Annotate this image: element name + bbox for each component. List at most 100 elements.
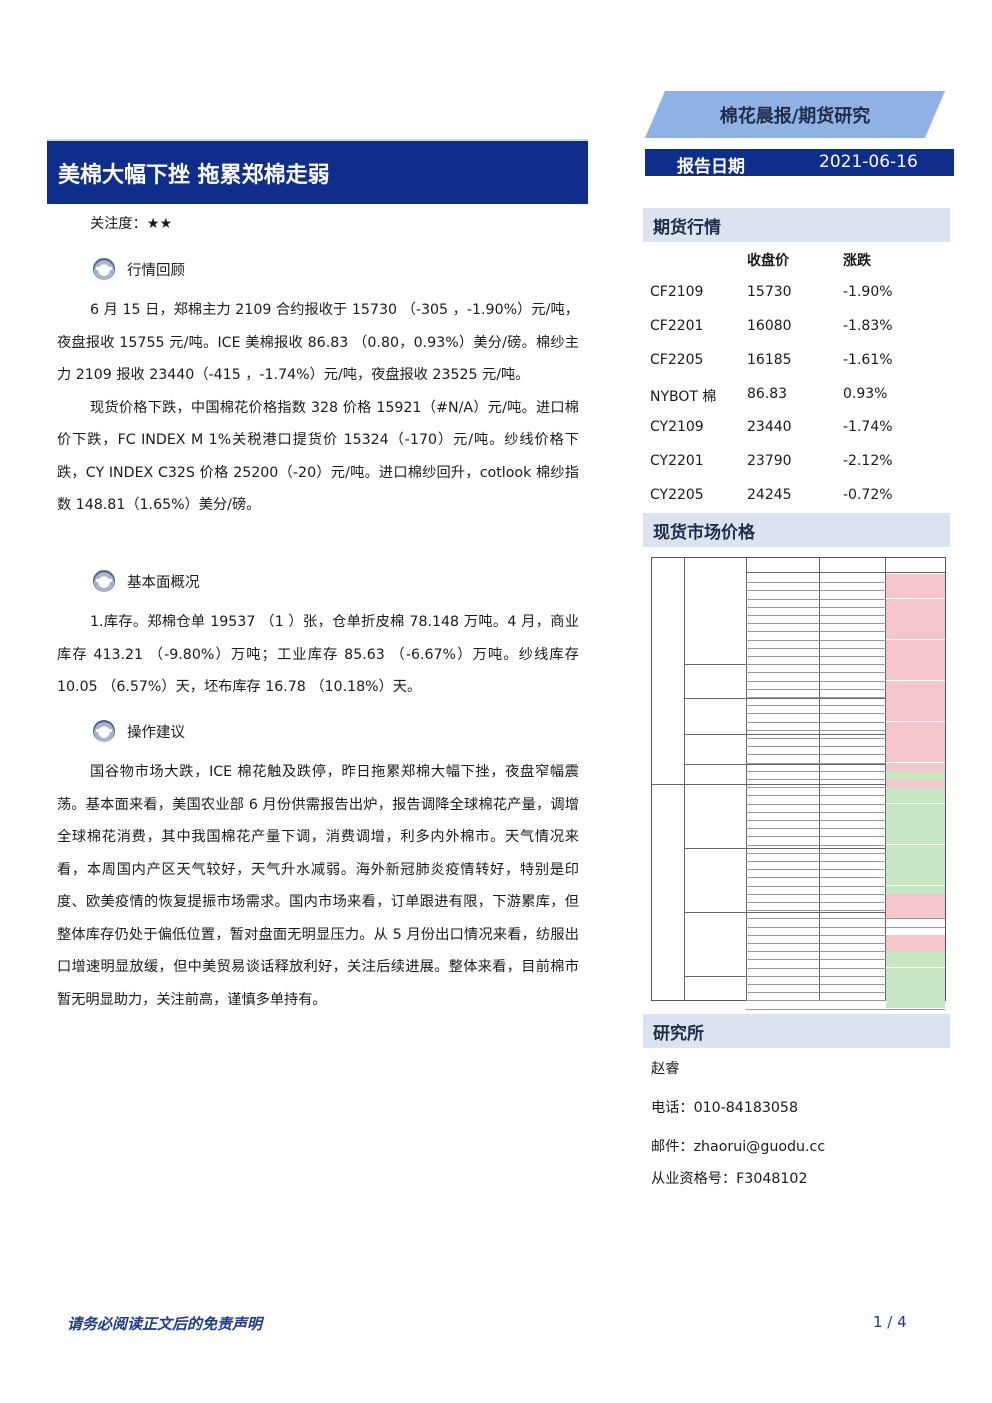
spot-row-rule [746, 845, 945, 846]
spot-change-cell [886, 861, 945, 869]
spot-row-rule [746, 886, 945, 887]
spot-row-rule [746, 640, 945, 641]
spot-row-rule [746, 927, 945, 928]
spot-row-rule [746, 689, 945, 690]
change-pct: -1.83% [843, 318, 893, 334]
spot-group-divider [684, 734, 945, 735]
spot-row-rule [746, 804, 945, 805]
research-section-title: 研究所 [653, 1023, 704, 1044]
spot-change-cell [886, 738, 945, 746]
report-type-text: 棉花晨报/期货研究 [719, 105, 871, 127]
spot-row-rule [746, 730, 945, 731]
section-bullet-icon [93, 720, 115, 742]
spot-row-rule [746, 787, 945, 788]
spot-change-cell [886, 984, 945, 992]
spot-section-header: 现货市场价格 [643, 513, 950, 547]
disclaimer-notice: 请务必阅读正文后的免责声明 [67, 1315, 263, 1333]
spot-row-rule [746, 648, 945, 649]
report-date-label: 报告日期 [677, 157, 745, 177]
change-pct: 0.93% [843, 386, 888, 402]
spot-change-cell [886, 902, 945, 910]
advice-content: 国谷物市场大跌，ICE 棉花触及跌停，昨日拖累郑棉大幅下挫，夜盘窄幅震荡。基本面… [57, 756, 579, 1016]
section-bullet-icon [93, 570, 115, 592]
spot-change-cell [886, 976, 945, 984]
spot-row-rule [746, 1000, 945, 1001]
spot-row-rule [746, 812, 945, 813]
spot-row-rule [746, 869, 945, 870]
close-price: 86.83 [747, 386, 788, 402]
section-fundamental-header: 基本面概况 [93, 570, 200, 592]
spot-change-cell [886, 877, 945, 885]
spot-change-cell [886, 968, 945, 976]
spot-group-divider [684, 698, 945, 699]
spot-change-cell [886, 648, 945, 656]
spot-row-rule [746, 1009, 945, 1010]
spot-section-title: 现货市场价格 [653, 522, 755, 543]
table-row: CF2205 16185 -1.61% [650, 352, 950, 382]
spot-change-cell [886, 631, 945, 639]
spot-change-cell [886, 681, 945, 689]
spot-change-cell [886, 582, 945, 590]
report-date-value: 2021-06-16 [819, 152, 918, 172]
review-content: 6 月 15 日，郑棉主力 2109 合约报收于 15730 （-305 ，-1… [57, 294, 579, 522]
contract-name: CF2109 [650, 284, 704, 300]
futures-header-row: 收盘价 涨跌 [650, 250, 950, 280]
close-price: 15730 [747, 284, 792, 300]
spot-row-rule [746, 746, 945, 747]
close-price: 16185 [747, 352, 792, 368]
spot-row-rule [746, 664, 945, 665]
close-price: 24245 [747, 487, 792, 503]
fundamental-content: 1.库存。郑棉仓单 19537 （1 ）张，仓单折皮棉 78.148 万吨。4 … [57, 606, 579, 704]
spot-row-rule [746, 713, 945, 714]
spot-row-rule [746, 918, 945, 919]
change-pct: -0.72% [843, 487, 893, 503]
analyst-license: 从业资格号：F3048102 [651, 1171, 808, 1187]
page-number: 1 / 4 [873, 1313, 907, 1331]
table-row: CY2205 24245 -0.72% [650, 487, 950, 517]
section-advice-title: 操作建议 [127, 724, 185, 741]
spot-price-table [651, 557, 946, 1010]
futures-col-change: 涨跌 [843, 253, 871, 269]
page-title: 美棉大幅下挫 拖累郑棉走弱 [58, 161, 330, 188]
spot-row-rule [746, 836, 945, 837]
spot-row-rule [746, 992, 945, 993]
spot-change-cell [886, 763, 945, 771]
spot-change-cell [886, 599, 945, 607]
spot-change-cell [886, 623, 945, 631]
spot-change-cell [886, 853, 945, 861]
contract-name: CF2201 [650, 318, 704, 334]
table-row: CF2201 16080 -1.83% [650, 318, 950, 348]
spot-change-cell [886, 722, 945, 730]
change-pct: -1.61% [843, 352, 893, 368]
spot-change-cell [886, 664, 945, 672]
spot-change-cell [886, 836, 945, 844]
spot-change-cell [886, 795, 945, 803]
table-row: CY2201 23790 -2.12% [650, 453, 950, 483]
spot-row-rule [746, 984, 945, 985]
spot-change-cell [886, 590, 945, 598]
close-price: 23790 [747, 453, 792, 469]
contract-name: CY2205 [650, 487, 704, 503]
analyst-name: 赵睿 [651, 1061, 680, 1077]
spot-change-cell [886, 697, 945, 705]
futures-col-close: 收盘价 [747, 253, 789, 269]
spot-row-rule [746, 681, 945, 682]
spot-change-cell [886, 869, 945, 877]
spot-change-cell [886, 640, 945, 648]
futures-section-header: 期货行情 [643, 208, 950, 242]
spot-row-rule [746, 877, 945, 878]
spot-change-cell [886, 656, 945, 664]
spot-row-rule [746, 705, 945, 706]
section-review-header: 行情回顾 [93, 258, 185, 280]
analyst-phone: 电话：010-84183058 [651, 1100, 798, 1116]
contract-name: CY2109 [650, 419, 704, 435]
spot-row-rule [746, 656, 945, 657]
spot-row-rule [746, 894, 945, 895]
contract-name: CF2205 [650, 352, 704, 368]
spot-header-divider [746, 572, 945, 573]
advice-paragraph: 国谷物市场大跌，ICE 棉花触及跌停，昨日拖累郑棉大幅下挫，夜盘窄幅震荡。基本面… [57, 764, 579, 1008]
contract-name: CY2201 [650, 453, 704, 469]
spot-row-rule [746, 599, 945, 600]
section-advice-header: 操作建议 [93, 720, 185, 742]
spot-change-cell [886, 754, 945, 762]
